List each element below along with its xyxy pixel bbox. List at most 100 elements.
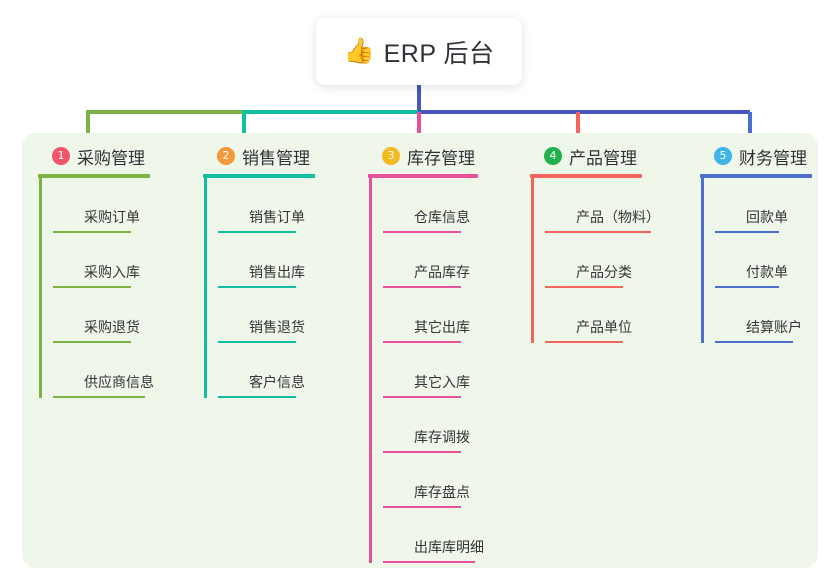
leaf-item-label: 采购退货	[84, 319, 140, 335]
column-header-4[interactable]: 4 产品管理	[530, 143, 690, 169]
leaf-item-label: 仓库信息	[414, 209, 470, 225]
connector-drop-4	[576, 112, 580, 142]
diagram-panel-background	[22, 133, 818, 568]
column-title-1: 采购管理	[77, 148, 145, 168]
leaf-item-label: 销售退货	[249, 319, 305, 335]
column-header-2[interactable]: 2 销售管理	[203, 143, 353, 169]
column-spine-4	[531, 178, 534, 343]
leaf-item-label: 采购入库	[84, 264, 140, 280]
leaf-item[interactable]: 结算账户	[714, 288, 839, 343]
column-items-2: 销售订单销售出库销售退货客户信息	[203, 178, 353, 398]
leaf-item-label: 产品分类	[576, 264, 632, 280]
leaf-item[interactable]: 库存盘点	[382, 453, 518, 508]
leaf-item[interactable]: 销售订单	[217, 178, 353, 233]
leaf-item-label: 客户信息	[249, 374, 305, 390]
column-4: 4 产品管理产品（物料） 产品分类产品单位	[530, 143, 690, 343]
leaf-item[interactable]: 回款单	[714, 178, 839, 233]
connector-drop-3	[417, 112, 421, 142]
leaf-item-underline	[383, 341, 461, 343]
leaf-item-underline	[218, 231, 296, 233]
leaf-item[interactable]: 产品（物料）	[544, 178, 690, 233]
leaf-item-underline	[383, 286, 461, 288]
column-header-5[interactable]: 5 财务管理	[700, 143, 839, 169]
connector-drop-5	[748, 112, 752, 142]
leaf-item-underline	[53, 286, 131, 288]
connector-drop-2	[242, 112, 246, 142]
leaf-item-label: 库存盘点	[414, 484, 470, 500]
leaf-item-underline	[218, 341, 296, 343]
leaf-item[interactable]: 采购退货	[52, 288, 188, 343]
column-title-5: 财务管理	[739, 148, 807, 168]
leaf-item-label: 其它出库	[414, 319, 470, 335]
column-spine-5	[701, 178, 704, 343]
column-spine-2	[204, 178, 207, 398]
leaf-item-underline	[53, 396, 145, 398]
leaf-item-label: 产品（物料）	[576, 209, 660, 225]
connector-bus-blue	[418, 110, 750, 114]
leaf-item-underline	[715, 341, 793, 343]
leaf-item[interactable]: 供应商信息	[52, 343, 188, 398]
column-spine-3	[369, 178, 372, 563]
leaf-item[interactable]: 产品库存	[382, 233, 518, 288]
column-underline-2	[203, 174, 315, 178]
column-title-4: 产品管理	[569, 148, 637, 168]
leaf-item[interactable]: 库存调拨	[382, 398, 518, 453]
leaf-item-underline	[715, 231, 779, 233]
leaf-item-label: 供应商信息	[84, 374, 154, 390]
leaf-item-underline	[53, 231, 131, 233]
column-underline-1	[38, 174, 150, 178]
leaf-item[interactable]: 其它出库	[382, 288, 518, 343]
leaf-item[interactable]: 客户信息	[217, 343, 353, 398]
connector-bus-teal	[242, 110, 420, 114]
leaf-item-label: 销售出库	[249, 264, 305, 280]
leaf-item-underline	[545, 231, 651, 233]
column-underline-3	[368, 174, 478, 178]
leaf-item-label: 产品库存	[414, 264, 470, 280]
root-node-title: ERP 后台	[383, 39, 495, 68]
column-header-3[interactable]: 3 库存管理	[368, 143, 518, 169]
column-underline-4	[530, 174, 642, 178]
leaf-item-label: 其它入库	[414, 374, 470, 390]
connector-bus-green	[86, 110, 244, 114]
leaf-item[interactable]: 仓库信息	[382, 178, 518, 233]
column-2: 2 销售管理销售订单销售出库销售退货客户信息	[203, 143, 353, 398]
leaf-item-underline	[383, 451, 461, 453]
leaf-item[interactable]: 采购订单	[52, 178, 188, 233]
column-badge-5: 5	[714, 147, 732, 165]
column-badge-3: 3	[382, 147, 400, 165]
column-badge-4: 4	[544, 147, 562, 165]
leaf-item[interactable]: 产品单位	[544, 288, 690, 343]
leaf-item-label: 销售订单	[249, 209, 305, 225]
leaf-item[interactable]: 采购入库	[52, 233, 188, 288]
column-spine-1	[39, 178, 42, 398]
leaf-item-label: 付款单	[746, 264, 788, 280]
connector-drop-1	[86, 112, 90, 142]
leaf-item-underline	[383, 396, 461, 398]
leaf-item-underline	[545, 341, 623, 343]
column-5: 5 财务管理回款单付款单结算账户	[700, 143, 839, 343]
leaf-item[interactable]: 其它入库	[382, 343, 518, 398]
leaf-item-label: 库存调拨	[414, 429, 470, 445]
column-items-1: 采购订单采购入库采购退货供应商信息	[38, 178, 188, 398]
leaf-item-label: 出库库明细	[414, 539, 484, 555]
column-3: 3 库存管理仓库信息产品库存其它出库其它入库库存调拨库存盘点出库库明细	[368, 143, 518, 563]
column-title-3: 库存管理	[407, 148, 475, 168]
leaf-item-underline	[218, 396, 296, 398]
leaf-item[interactable]: 产品分类	[544, 233, 690, 288]
leaf-item-underline	[383, 561, 475, 563]
connector-trunk-vertical	[417, 85, 421, 114]
column-badge-2: 2	[217, 147, 235, 165]
leaf-item[interactable]: 付款单	[714, 233, 839, 288]
root-node-erp-backend[interactable]: 👍 ERP 后台	[316, 18, 522, 85]
leaf-item-label: 回款单	[746, 209, 788, 225]
leaf-item-label: 产品单位	[576, 319, 632, 335]
leaf-item[interactable]: 销售退货	[217, 288, 353, 343]
column-items-3: 仓库信息产品库存其它出库其它入库库存调拨库存盘点出库库明细	[368, 178, 518, 563]
leaf-item[interactable]: 销售出库	[217, 233, 353, 288]
column-items-5: 回款单付款单结算账户	[700, 178, 839, 343]
leaf-item-underline	[218, 286, 296, 288]
column-title-2: 销售管理	[242, 148, 310, 168]
leaf-item[interactable]: 出库库明细	[382, 508, 518, 563]
